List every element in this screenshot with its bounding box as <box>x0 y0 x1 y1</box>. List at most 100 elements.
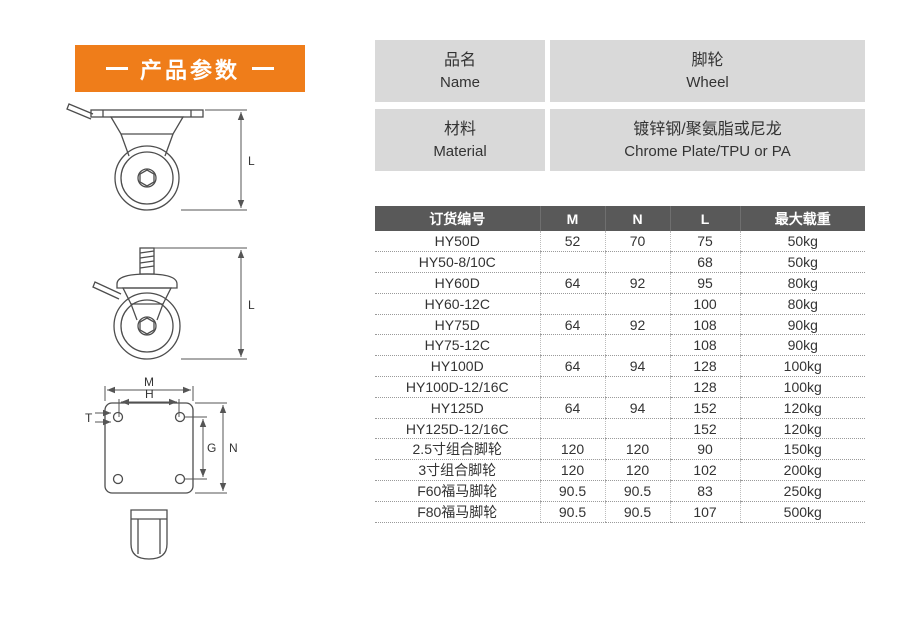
info-value-name-en: Wheel <box>686 73 729 91</box>
value-cell: 70 <box>604 231 670 253</box>
order-code-cell: 2.5寸组合脚轮 <box>375 438 540 461</box>
value-cell: 95 <box>669 272 740 294</box>
value-cell <box>539 418 605 440</box>
info-value-name: 脚轮 Wheel <box>550 40 865 102</box>
dimension-label-t: T <box>85 411 93 425</box>
value-cell: 100 <box>669 293 740 315</box>
info-label-material: 材料 Material <box>375 109 545 171</box>
page-title: 产品参数 <box>139 57 240 83</box>
order-code-cell: HY100D-12/16C <box>375 376 540 398</box>
info-label-name-cn: 品名 <box>443 51 476 69</box>
info-value-material-en: Chrome Plate/TPU or PA <box>624 142 791 160</box>
stem-caster-diagram <box>92 247 181 360</box>
value-cell: 92 <box>604 314 670 336</box>
column-header: L <box>669 206 740 231</box>
value-cell: 152 <box>669 397 740 419</box>
value-cell: 120kg <box>739 397 865 419</box>
value-cell: 108 <box>669 334 740 357</box>
value-cell: 90 <box>669 438 740 461</box>
plate-caster-dimension-l <box>181 109 247 211</box>
value-cell: 250kg <box>739 480 865 503</box>
column-header: M <box>539 206 605 231</box>
value-cell: 107 <box>669 501 740 524</box>
value-cell: 94 <box>604 397 670 419</box>
order-code-cell: HY75-12C <box>375 334 540 357</box>
value-cell: 64 <box>539 272 605 294</box>
value-cell <box>539 376 605 398</box>
info-label-material-en: Material <box>433 142 487 160</box>
value-cell: 80kg <box>739 293 865 315</box>
value-cell: 90.5 <box>539 501 605 524</box>
info-value-name-cn: 脚轮 <box>691 51 724 69</box>
value-cell: 120 <box>604 459 670 482</box>
value-cell: 90kg <box>739 334 865 357</box>
stem-caster-dimension-l <box>154 247 247 360</box>
value-cell: 100kg <box>739 355 865 378</box>
value-cell: 50kg <box>739 251 865 274</box>
column-header: 最大载重 <box>739 206 865 231</box>
order-code-cell: 3寸组合脚轮 <box>375 459 540 482</box>
value-cell: 120 <box>604 438 670 461</box>
value-cell: 90.5 <box>604 480 670 503</box>
order-code-cell: HY75D <box>375 314 540 336</box>
order-code-cell: F80福马脚轮 <box>375 501 540 524</box>
value-cell: 128 <box>669 376 740 398</box>
value-cell: 64 <box>539 397 605 419</box>
dimension-label-l-mid: L <box>248 298 255 312</box>
plate-caster-diagram <box>66 103 204 211</box>
value-cell <box>539 293 605 315</box>
title-dash-right <box>252 67 274 70</box>
value-cell: 90.5 <box>539 480 605 503</box>
column-header: 订货编号 <box>375 206 540 231</box>
value-cell <box>604 334 670 357</box>
order-code-cell: HY100D <box>375 355 540 378</box>
column-header: N <box>604 206 670 231</box>
info-row-material: 材料 Material 镀锌钢/聚氨脂或尼龙 Chrome Plate/TPU … <box>375 109 865 171</box>
value-cell <box>604 376 670 398</box>
value-cell <box>539 334 605 357</box>
value-cell: 64 <box>539 314 605 336</box>
value-cell: 152 <box>669 418 740 440</box>
dimension-label-h: H <box>145 387 154 401</box>
info-label-name: 品名 Name <box>375 40 545 102</box>
value-cell: 94 <box>604 355 670 378</box>
dimension-label-l-top: L <box>248 154 255 168</box>
caster-technical-drawings: L L <box>55 98 305 588</box>
value-cell <box>604 293 670 315</box>
mounting-plate-dimensions <box>95 386 227 494</box>
order-code-cell: HY125D-12/16C <box>375 418 540 440</box>
value-cell: 64 <box>539 355 605 378</box>
info-label-material-cn: 材料 <box>443 120 476 138</box>
value-cell: 108 <box>669 314 740 336</box>
value-cell: 90.5 <box>604 501 670 524</box>
value-cell: 150kg <box>739 438 865 461</box>
order-code-cell: F60福马脚轮 <box>375 480 540 503</box>
order-code-cell: HY50-8/10C <box>375 251 540 274</box>
value-cell: 92 <box>604 272 670 294</box>
value-cell <box>604 418 670 440</box>
value-cell: 500kg <box>739 501 865 524</box>
value-cell: 128 <box>669 355 740 378</box>
value-cell: 200kg <box>739 459 865 482</box>
value-cell <box>604 251 670 274</box>
order-code-cell: HY60D <box>375 272 540 294</box>
order-code-cell: HY60-12C <box>375 293 540 315</box>
dimension-label-n: N <box>229 441 238 455</box>
value-cell: 120kg <box>739 418 865 440</box>
order-code-cell: HY50D <box>375 231 540 253</box>
